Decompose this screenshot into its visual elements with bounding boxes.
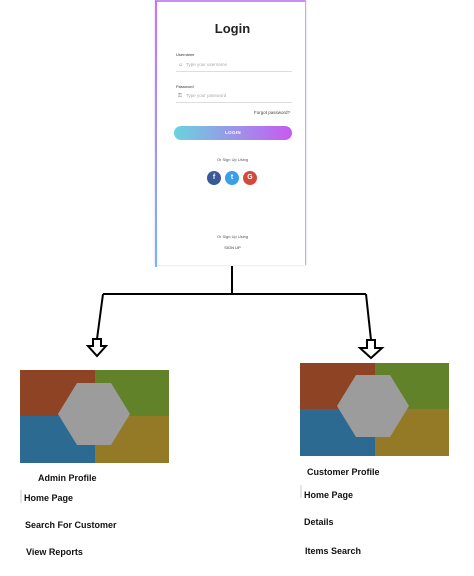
forgot-password-link[interactable]: Forgot password? [253,110,290,115]
facebook-icon[interactable]: f [207,171,221,185]
username-label: Username [176,52,195,57]
google-icon[interactable]: G [243,171,257,185]
login-button[interactable]: LOGIN [174,126,292,140]
signup-link[interactable]: SIGN UP [224,245,241,250]
customer-item-home: Home Page [304,490,354,500]
admin-item-view-reports: View Reports [26,547,83,557]
left-drop-line [96,293,104,340]
customer-profile-image [300,363,449,456]
customer-title: Customer Profile [307,467,380,477]
admin-item-search-customer: Search For Customer [25,520,117,530]
login-card: Login Username ☺ Type your username Pass… [155,0,306,267]
left-arrow-icon [85,338,109,358]
lock-icon: ⚿ [178,93,182,99]
twitter-icon[interactable]: t [225,171,239,185]
admin-divider [20,490,22,503]
signup-caption: Or Sign Up Using [216,234,249,239]
admin-item-home: Home Page [24,493,74,503]
admin-profile-image [20,370,169,463]
customer-item-details: Details [304,517,334,527]
right-arrow-icon [357,339,385,360]
social-caption: Or Sign Up Using [216,157,249,162]
customer-divider [300,485,302,498]
username-placeholder: Type your username [186,62,228,67]
password-placeholder: Type your password [186,93,227,98]
username-field[interactable]: ☺ Type your username [176,60,292,72]
customer-item-items-search: Items Search [305,546,362,556]
right-drop-line [365,293,372,341]
user-icon: ☺ [178,62,184,68]
admin-title: Admin Profile [38,473,97,483]
login-title: Login [214,21,251,36]
password-label: Password [176,84,194,89]
password-field[interactable]: ⚿ Type your password [176,91,292,103]
